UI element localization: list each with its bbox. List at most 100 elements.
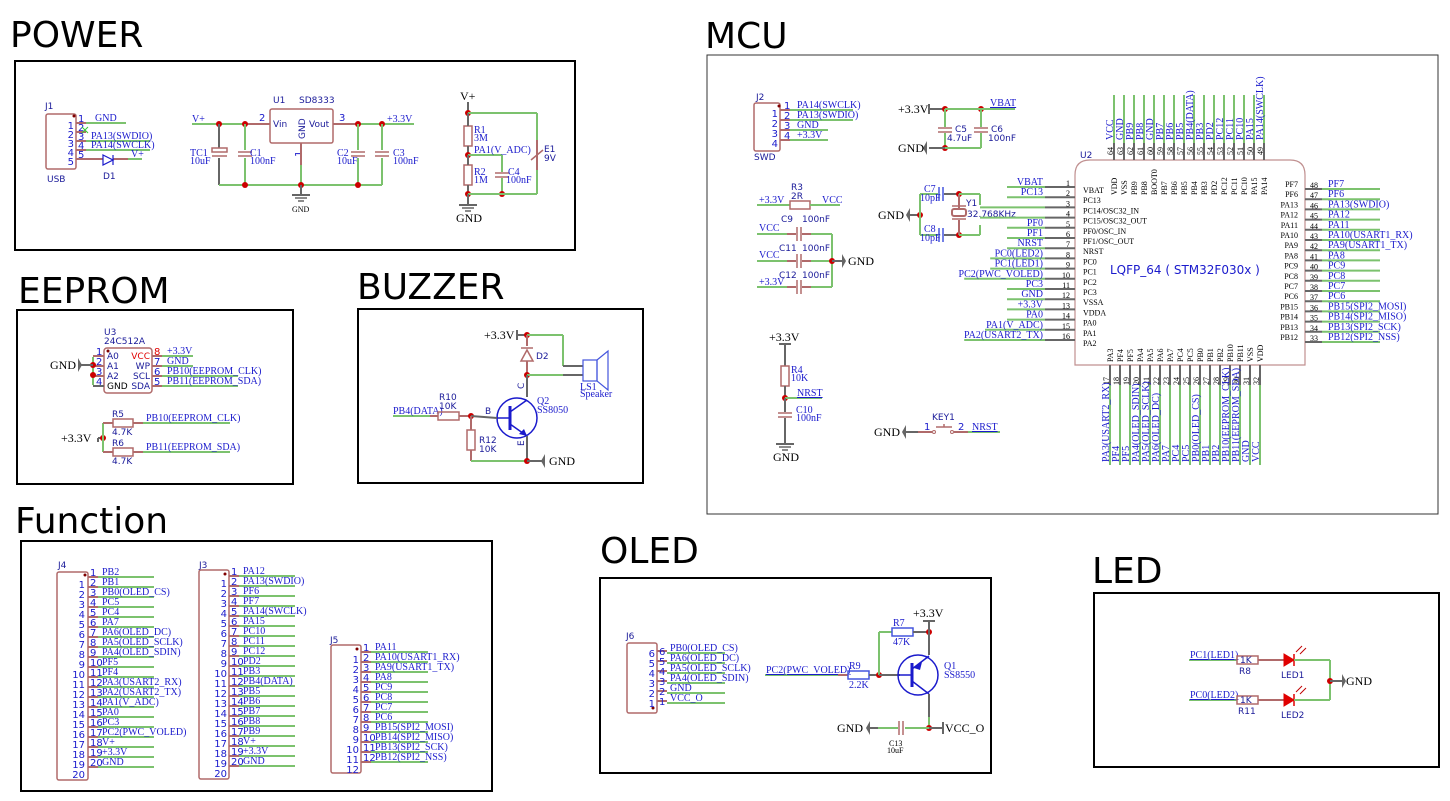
connector-j2[interactable] <box>753 102 781 152</box>
pin-number: 27 <box>1202 377 1211 385</box>
pin-number-outer: 11 <box>231 667 244 678</box>
r8-value: 1K <box>1240 656 1253 666</box>
pin-number: 43 <box>1310 232 1318 241</box>
pin-number-outer: 10 <box>231 657 244 668</box>
r6-net: PB11(EEPROM_SDA) <box>146 442 240 453</box>
pin-number: 3 <box>221 599 227 610</box>
pin-name: PF5 <box>1126 349 1135 362</box>
net-label: PC12 <box>1215 118 1226 140</box>
resistor-r12[interactable] <box>466 429 476 451</box>
q1-ref: Q1 <box>944 661 956 672</box>
transistor-q2[interactable]: Q2 SS8050 <box>496 396 568 439</box>
regulator-u1[interactable]: U1 SD8333 Vin Vout GND 2 3 1 <box>259 96 345 157</box>
c11-value: 100nF <box>802 244 830 254</box>
pin-name: PB0 <box>1196 348 1205 362</box>
pin-name: PC1 <box>1083 268 1097 277</box>
resistor-r7[interactable] <box>891 627 914 637</box>
oled-gnd: GND <box>837 721 863 735</box>
pin-name: VSS <box>1246 347 1255 362</box>
pin-number: 11 <box>1062 281 1070 290</box>
pin-number: 44 <box>1310 222 1318 231</box>
net-label: PA3(USART2_RX) <box>102 677 182 688</box>
resistor-r3[interactable] <box>789 200 811 210</box>
pin-number: 55 <box>1196 147 1205 155</box>
pin-number: 11 <box>346 755 359 766</box>
resistor-r9[interactable] <box>847 670 870 680</box>
net-label: GND <box>1241 440 1252 462</box>
pin-number: 54 <box>1206 147 1215 155</box>
net-label: PA0 <box>1026 310 1043 321</box>
net-label: PB2 <box>102 567 119 578</box>
vbat-net: VBAT <box>990 98 1016 109</box>
pin-number: 53 <box>1216 147 1225 155</box>
net-label: VCC <box>1105 119 1116 140</box>
pin-number: 6 <box>353 705 359 716</box>
transistor-q1[interactable]: Q1 SS8550 <box>897 654 975 696</box>
pin-number-outer: 13 <box>90 688 103 699</box>
pin-number: 5 <box>1066 220 1070 229</box>
pin-number: 5 <box>68 157 74 168</box>
net-label: V+ <box>243 736 256 747</box>
j1-name: USB <box>47 175 65 185</box>
resistor-r4[interactable] <box>780 365 790 387</box>
led-led1[interactable]: LED1 <box>1281 645 1307 681</box>
net-label: PC6 <box>375 712 392 723</box>
pin-name: PC5 <box>1186 348 1195 362</box>
net-label: GND <box>243 756 265 767</box>
key1-nrst: NRST <box>972 422 998 433</box>
net-label: PB5 <box>243 686 260 697</box>
pin-number: 1 <box>1066 179 1070 188</box>
u2-label: LQFP_64 ( STM32F030x ) <box>1110 263 1260 277</box>
led-led2[interactable]: LED2 <box>1281 685 1307 721</box>
resistor-r6[interactable] <box>112 447 134 457</box>
pin-number: 20 <box>72 770 85 781</box>
pin-number: 10 <box>72 670 85 681</box>
key1-gnd: GND <box>874 425 900 439</box>
net-label: PB10(EEPROM_CLK) <box>167 366 261 377</box>
pin-number-outer: 8 <box>90 638 96 649</box>
pin-number-outer: 1 <box>659 697 665 708</box>
c3-value: 100nF <box>393 156 419 167</box>
pin-number: 62 <box>1126 147 1135 155</box>
speaker-ls1[interactable]: LS1 Speaker <box>580 349 613 400</box>
resistor-r5[interactable] <box>112 418 134 428</box>
pin-number: 4 <box>1066 210 1070 219</box>
pin-number: 3 <box>68 139 74 150</box>
pin-number: 13 <box>72 700 85 711</box>
r6-value: 4.7K <box>112 457 133 467</box>
pin-name: WP <box>136 362 151 372</box>
pin-number: 19 <box>214 759 227 770</box>
pin-number: 6 <box>154 367 160 378</box>
net-label: PB10(EEPROM_CLK) <box>1221 368 1232 462</box>
r8-ref: R8 <box>1239 667 1251 677</box>
net-label: PA13(SWDIO) <box>91 131 152 142</box>
pin-number: 47 <box>1310 191 1318 200</box>
net-label: PA7 <box>1161 445 1172 462</box>
connector-j5[interactable] <box>330 644 362 774</box>
pin-number: 7 <box>79 640 85 651</box>
eeprom-3v3: +3.3V <box>61 431 92 445</box>
pin-number: 5 <box>221 619 227 630</box>
gnd-symbol <box>292 185 310 202</box>
pin-number-outer: 1 <box>90 568 96 579</box>
pin-number-outer: 17 <box>90 728 103 739</box>
pin-name: PA10 <box>1281 231 1299 240</box>
connector-j3[interactable] <box>198 569 230 780</box>
eeprom-chip[interactable] <box>103 347 153 394</box>
connector-j6[interactable] <box>626 642 658 714</box>
pin-number: 7 <box>1066 240 1070 249</box>
c9-value: 100nF <box>802 215 830 225</box>
pin-number: 7 <box>353 715 359 726</box>
pin-name: PA12 <box>1281 211 1299 220</box>
pin-number: 25 <box>1182 377 1191 385</box>
section-title-function: Function <box>15 501 168 542</box>
button-key1[interactable]: KEY1 1 2 <box>924 413 964 434</box>
diode-d1[interactable]: D1 <box>102 154 116 182</box>
r5-value: 4.7K <box>112 428 133 438</box>
crystal-y1[interactable] <box>951 208 967 217</box>
pin-number: 2 <box>353 665 359 676</box>
mcu-chip[interactable] <box>1074 159 1306 366</box>
buzzer-3v3: +3.3V <box>484 328 515 342</box>
